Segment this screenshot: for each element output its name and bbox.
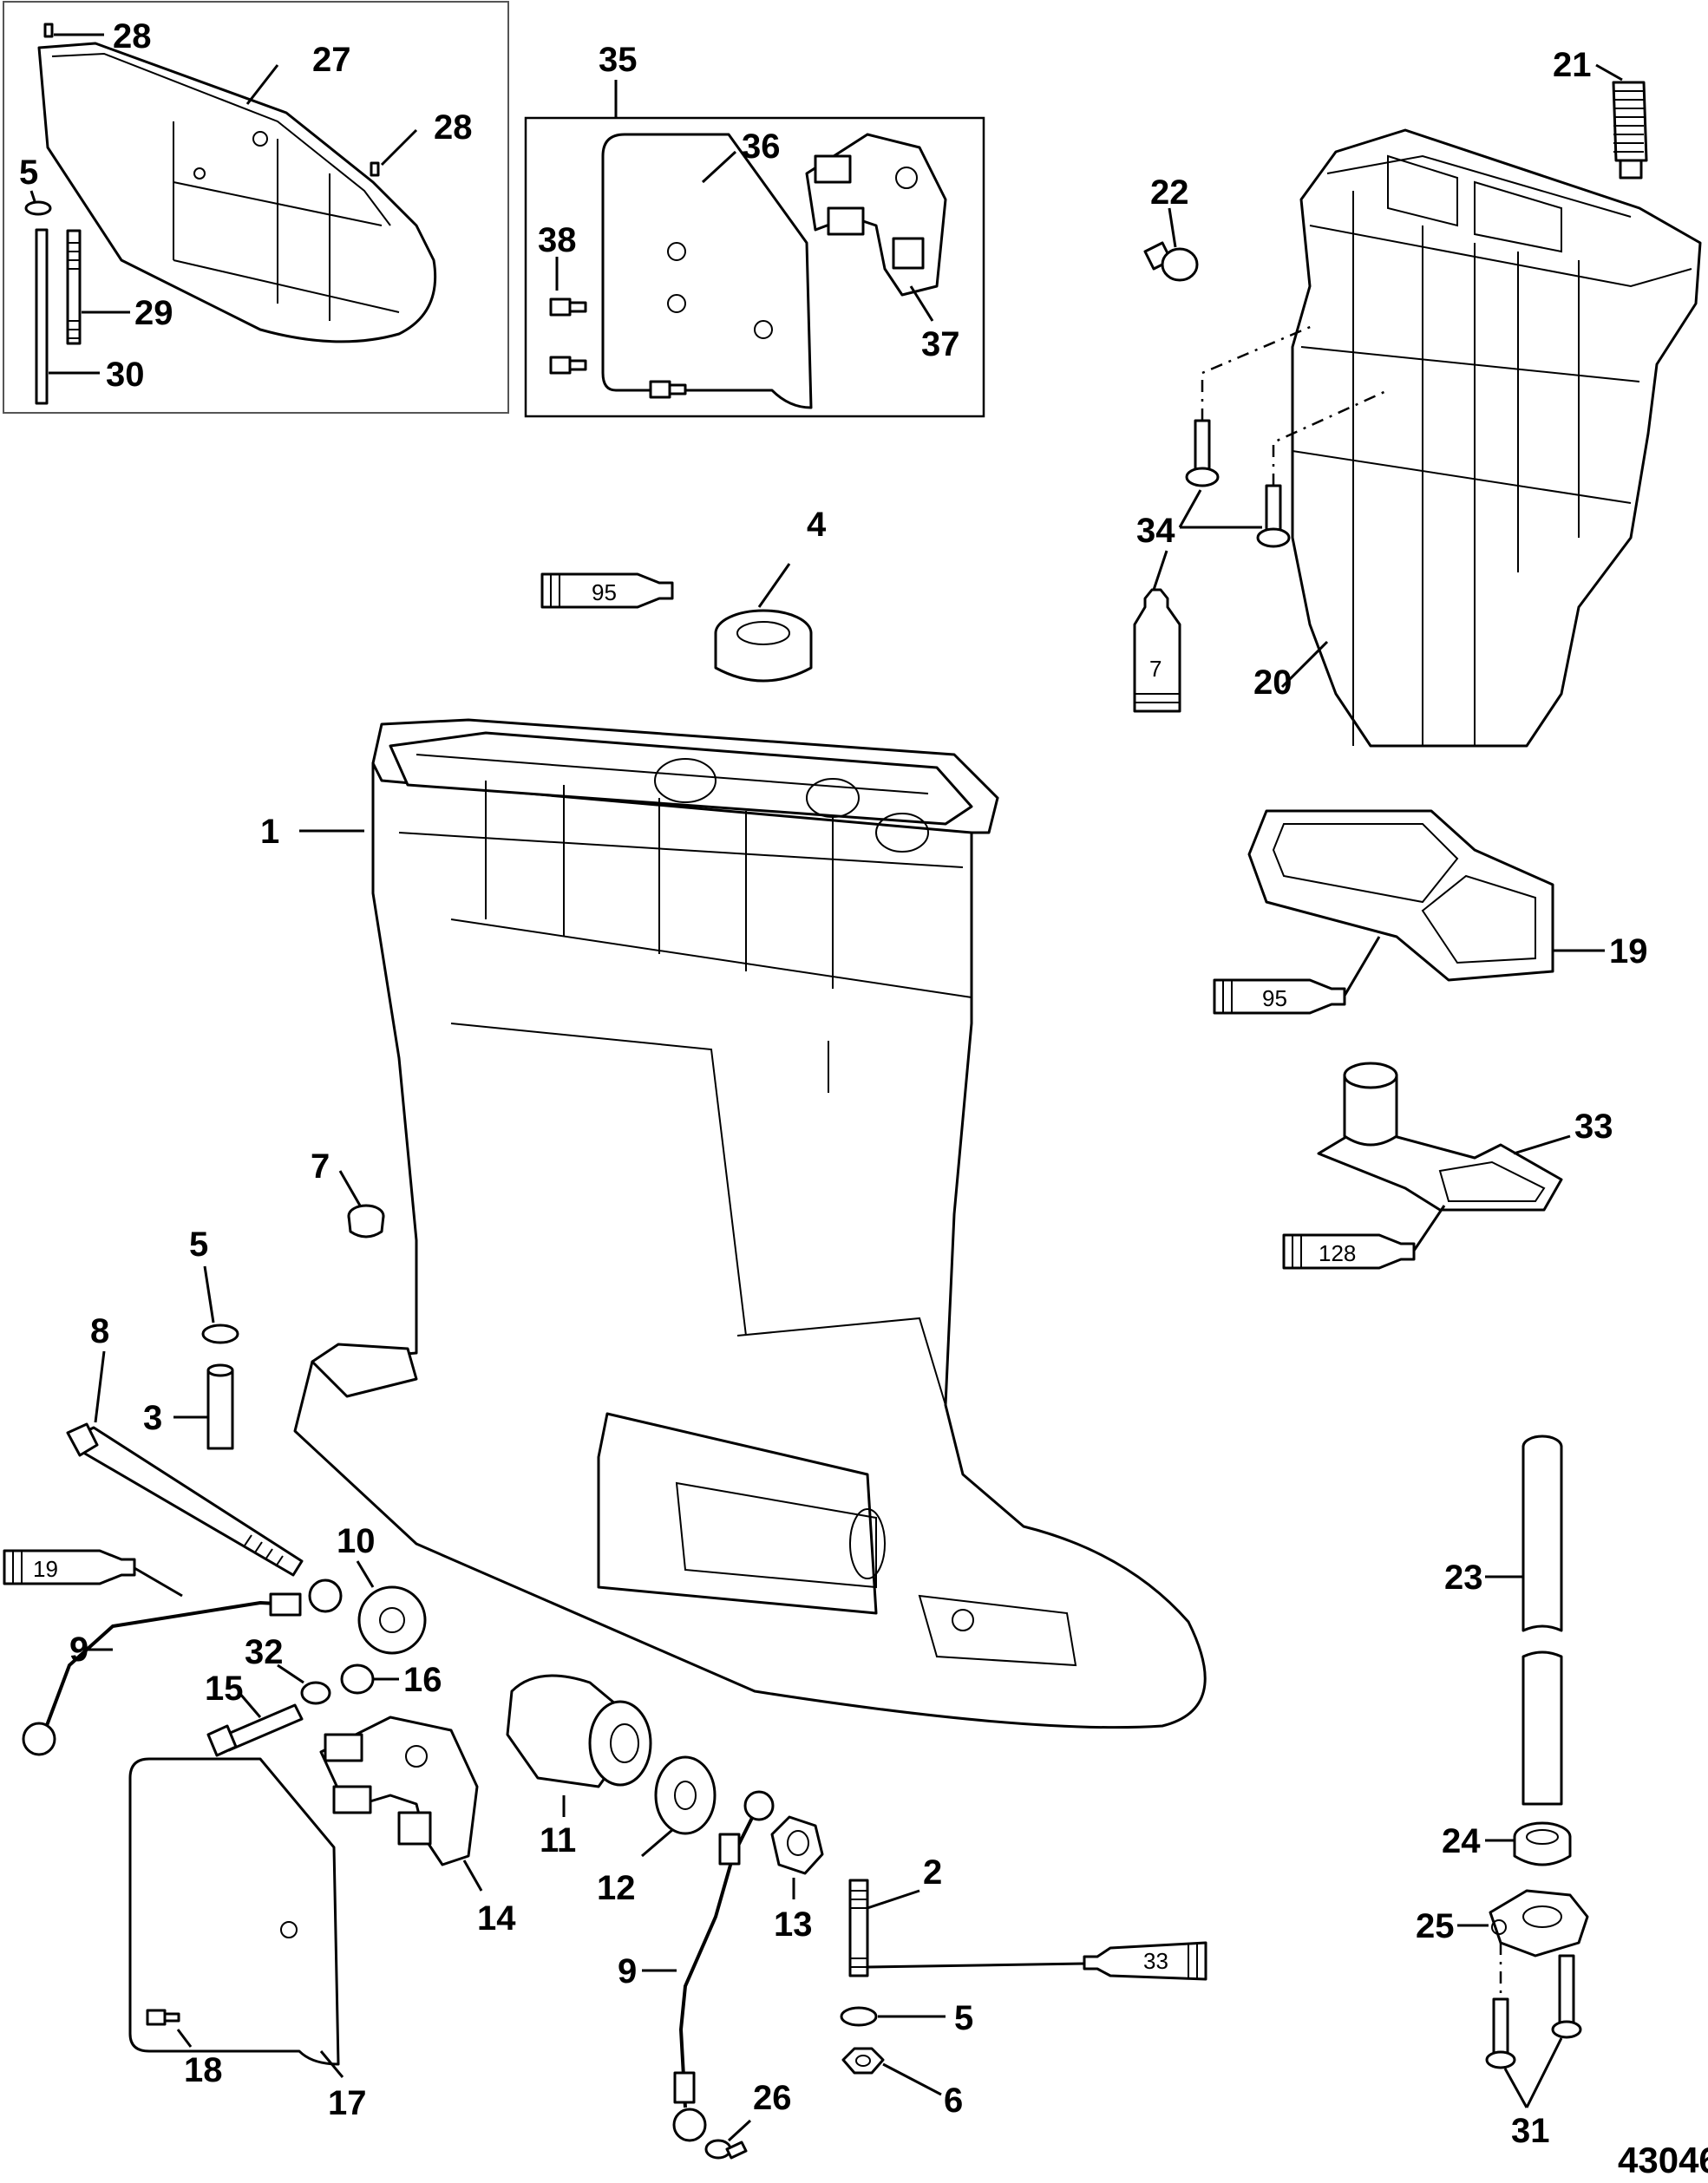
inset-box-center: 35 36 37 38 [524, 41, 985, 418]
callout-24: 24 [1442, 1822, 1481, 1860]
callout-7: 7 [311, 1147, 330, 1186]
callout-17: 17 [328, 2084, 367, 2122]
part-9-ground-strap-left [22, 1578, 343, 1756]
callout-36: 36 [742, 127, 781, 166]
callout-10: 10 [337, 1522, 376, 1560]
part-12-washer [654, 1755, 717, 1835]
part-24-seal [1513, 1821, 1572, 1866]
callout-37: 37 [921, 325, 960, 363]
callout-9: 9 [69, 1631, 88, 1669]
callout-1: 1 [260, 813, 279, 851]
part-15-bolt [206, 1703, 304, 1757]
part-17-anode [128, 1757, 340, 2066]
callout-3: 3 [143, 1399, 162, 1437]
part-37-bracket [805, 133, 947, 297]
sealant-tube-33: 33 [1083, 1941, 1207, 1981]
part-30-bolt [35, 228, 49, 405]
part-32-lockwasher [300, 1681, 331, 1705]
part-7-plug [347, 1204, 385, 1239]
part-34-bolts [1185, 419, 1291, 548]
sealant-tube-95: 95 [540, 572, 674, 609]
part-11-bushing [506, 1674, 652, 1788]
callout-13: 13 [774, 1905, 813, 1944]
part-26-screw [704, 2139, 748, 2160]
tube-label-128: 128 [1319, 1240, 1356, 1266]
callout-11: 11 [540, 1821, 576, 1859]
part-4-seal [714, 609, 813, 683]
part-3-bolt [206, 1363, 234, 1450]
sealant-tube-95b: 95 [1213, 978, 1346, 1015]
sealant-tube-7: 7 [1133, 588, 1181, 713]
callout-9: 9 [618, 1952, 637, 1990]
part-27-plate [37, 42, 437, 343]
part-23-tube [1521, 1435, 1563, 1806]
callout-22: 22 [1150, 173, 1189, 212]
callout-32: 32 [245, 1633, 284, 1671]
callout-28: 28 [113, 17, 152, 56]
part-5-washer-inset [24, 200, 52, 216]
tube-label-7: 7 [1149, 656, 1162, 682]
callout-28: 28 [434, 108, 473, 147]
callout-18: 18 [184, 2051, 223, 2089]
callout-2: 2 [923, 1853, 942, 1892]
part-22-grommet [1143, 241, 1199, 282]
tube-label-95: 95 [592, 579, 617, 605]
part-10-washer [357, 1585, 427, 1655]
callout-4: 4 [807, 506, 827, 544]
callout-23: 23 [1444, 1559, 1483, 1597]
part-19-gasket [1247, 809, 1554, 982]
part-38-screws [549, 297, 687, 399]
part-29-stud [66, 229, 82, 345]
part-21-filter [1612, 81, 1648, 180]
part-14-bracket [319, 1716, 479, 1866]
part-2-stud [848, 1879, 869, 1977]
callout-16: 16 [403, 1661, 442, 1699]
callout-5: 5 [189, 1225, 208, 1264]
part-18-screw [146, 2009, 180, 2026]
callout-19: 19 [1609, 932, 1648, 971]
sealant-tube-19: 19 [3, 1549, 136, 1585]
part-20-adapter-plate [1291, 128, 1702, 748]
part-16-washer [340, 1663, 375, 1695]
part-5-washer-bottom [840, 2006, 878, 2027]
callout-30: 30 [106, 356, 145, 394]
callout-35: 35 [599, 41, 638, 79]
callout-5: 5 [19, 154, 38, 192]
part-9-ground-strap-right [672, 1790, 775, 2142]
sealant-tube-128: 128 [1282, 1233, 1416, 1270]
part-33-gasket [1317, 1062, 1563, 1212]
inset-box-left: 28 27 28 5 29 30 [3, 1, 509, 414]
tube-label-19: 19 [33, 1556, 58, 1582]
callout-34: 34 [1136, 512, 1175, 550]
part-31-bolts [1485, 1954, 1582, 2069]
callout-14: 14 [477, 1899, 516, 1938]
part-25-retainer [1489, 1889, 1589, 1958]
callout-25: 25 [1416, 1907, 1455, 1945]
callout-26: 26 [753, 2079, 792, 2117]
callout-31: 31 [1511, 2112, 1550, 2150]
part-36-anode-plate [601, 133, 813, 409]
callout-12: 12 [597, 1869, 636, 1907]
callout-33: 33 [1574, 1108, 1613, 1146]
tube-label-33: 33 [1143, 1948, 1168, 1974]
figure-id: 43046 [1618, 2140, 1708, 2180]
callout-5: 5 [954, 1999, 973, 2037]
part-8-long-bolt [66, 1422, 304, 1577]
callout-20: 20 [1253, 663, 1292, 702]
part-6-nut [841, 2047, 885, 2075]
callout-21: 21 [1553, 46, 1592, 84]
callout-8: 8 [90, 1312, 109, 1350]
part-28-pin-b [370, 161, 380, 177]
part-28-pin-a [43, 23, 54, 38]
part-1-driveshaft-housing [293, 718, 1207, 1729]
callout-15: 15 [205, 1670, 244, 1708]
callout-27: 27 [312, 41, 351, 79]
callout-38: 38 [538, 221, 577, 259]
part-5-washer [201, 1324, 239, 1344]
callout-6: 6 [944, 2082, 963, 2120]
callout-29: 29 [134, 294, 173, 332]
part-13-nut [770, 1815, 824, 1875]
tube-label-95: 95 [1262, 985, 1287, 1011]
